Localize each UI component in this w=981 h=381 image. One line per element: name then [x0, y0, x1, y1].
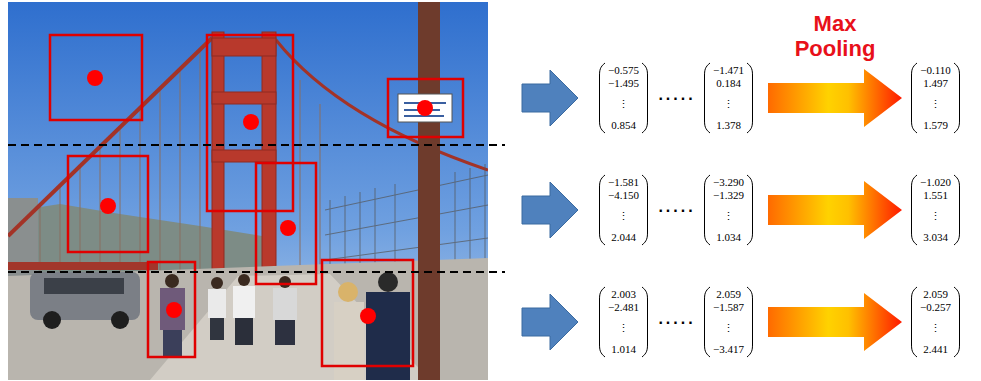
vector-entry: 2.059 [716, 288, 741, 301]
parenthesis [912, 63, 918, 133]
vector-entry: 2.003 [611, 288, 636, 301]
vector-entry: −0.110 [920, 64, 951, 77]
main-cable [8, 38, 212, 236]
parenthesis [912, 175, 918, 245]
vector-entry: −1.020 [920, 176, 951, 189]
vector-entry: 1.378 [716, 119, 741, 132]
ellipsis-dots: ..... [658, 198, 695, 216]
feature-vector: −1.0201.551⋮3.034 [910, 174, 961, 246]
vector-entry: −3.290 [713, 176, 744, 189]
parenthesis [747, 175, 753, 245]
deck [8, 258, 488, 380]
suspender-cables [40, 50, 320, 272]
sky [8, 2, 488, 380]
vector-entry: −0.257 [920, 301, 951, 314]
vector-entry: 1.014 [611, 343, 636, 356]
vector-entry: 1.551 [923, 189, 948, 202]
pedestrians [160, 272, 410, 380]
lamp-post [418, 2, 440, 380]
vector-entry: −1.587 [713, 301, 744, 314]
parenthesis [642, 175, 648, 245]
feature-vector: −0.1101.497⋮1.579 [910, 62, 961, 134]
vector-entry: −3.417 [713, 343, 744, 356]
vector-entry: ⋮ [723, 202, 734, 231]
ellipsis-dots: ..... [658, 86, 695, 104]
region-boxes [50, 35, 463, 366]
vector-entry: −4.150 [608, 189, 639, 202]
vector-entry: 2.044 [611, 231, 636, 244]
parenthesis [747, 287, 753, 357]
vector-entry: 2.059 [923, 288, 948, 301]
parenthesis [747, 63, 753, 133]
vector-entry: ⋮ [618, 314, 629, 343]
max-pooling-arrow [768, 293, 902, 351]
vector-entry: 3.034 [923, 231, 948, 244]
vector-entry: 1.034 [716, 231, 741, 244]
feature-vector: −1.4710.184⋮1.378 [703, 62, 754, 134]
vector-entry: −0.575 [608, 64, 639, 77]
vector-entry: 0.184 [716, 77, 741, 90]
max-pooling-arrow [768, 181, 902, 239]
parenthesis [642, 287, 648, 357]
feature-vector: 2.059−0.257⋮2.441 [910, 286, 961, 358]
vector-entry: −2.481 [608, 301, 639, 314]
vector-entry: −1.495 [608, 77, 639, 90]
parenthesis [600, 175, 606, 245]
vector-entry: 0.854 [611, 119, 636, 132]
feature-vector: 2.003−2.481⋮1.014 [598, 286, 649, 358]
ellipsis-dots: ..... [658, 310, 695, 328]
feature-vector: 2.059−1.587⋮−3.417 [703, 286, 754, 358]
parenthesis [705, 287, 711, 357]
vector-entry: 1.497 [923, 77, 948, 90]
vector-entry: ⋮ [618, 90, 629, 119]
parenthesis [912, 287, 918, 357]
feature-vector: −1.581−4.150⋮2.044 [598, 174, 649, 246]
bridge-photo [8, 2, 488, 380]
bridge-tower [212, 32, 276, 282]
extraction-arrows [522, 70, 578, 350]
parenthesis [642, 63, 648, 133]
feature-vector: −3.290−1.329⋮1.034 [703, 174, 754, 246]
sign [398, 94, 452, 122]
max-pooling-arrow [768, 69, 902, 127]
vector-entry: −1.329 [713, 189, 744, 202]
vector-entry: −1.471 [713, 64, 744, 77]
parenthesis [954, 287, 960, 357]
parenthesis [705, 63, 711, 133]
feature-vector: −0.575−1.495⋮0.854 [598, 62, 649, 134]
vector-entry: 1.579 [923, 119, 948, 132]
railing [8, 262, 158, 270]
vector-entry: ⋮ [930, 314, 941, 343]
vector-entry: ⋮ [930, 202, 941, 231]
parenthesis [954, 175, 960, 245]
parenthesis [600, 63, 606, 133]
parenthesis [705, 175, 711, 245]
region-dividers [8, 145, 505, 272]
vector-entry: ⋮ [723, 90, 734, 119]
vector-entry: 2.441 [923, 343, 948, 356]
keypoint-dots [87, 70, 433, 324]
vector-entry: ⋮ [723, 314, 734, 343]
operation-label: Max Pooling [783, 11, 887, 61]
vector-entry: −1.581 [608, 176, 639, 189]
parenthesis [954, 63, 960, 133]
car [30, 272, 140, 329]
vector-entry: ⋮ [930, 90, 941, 119]
main-cable [276, 40, 488, 170]
parenthesis [600, 287, 606, 357]
vector-entry: ⋮ [618, 202, 629, 231]
